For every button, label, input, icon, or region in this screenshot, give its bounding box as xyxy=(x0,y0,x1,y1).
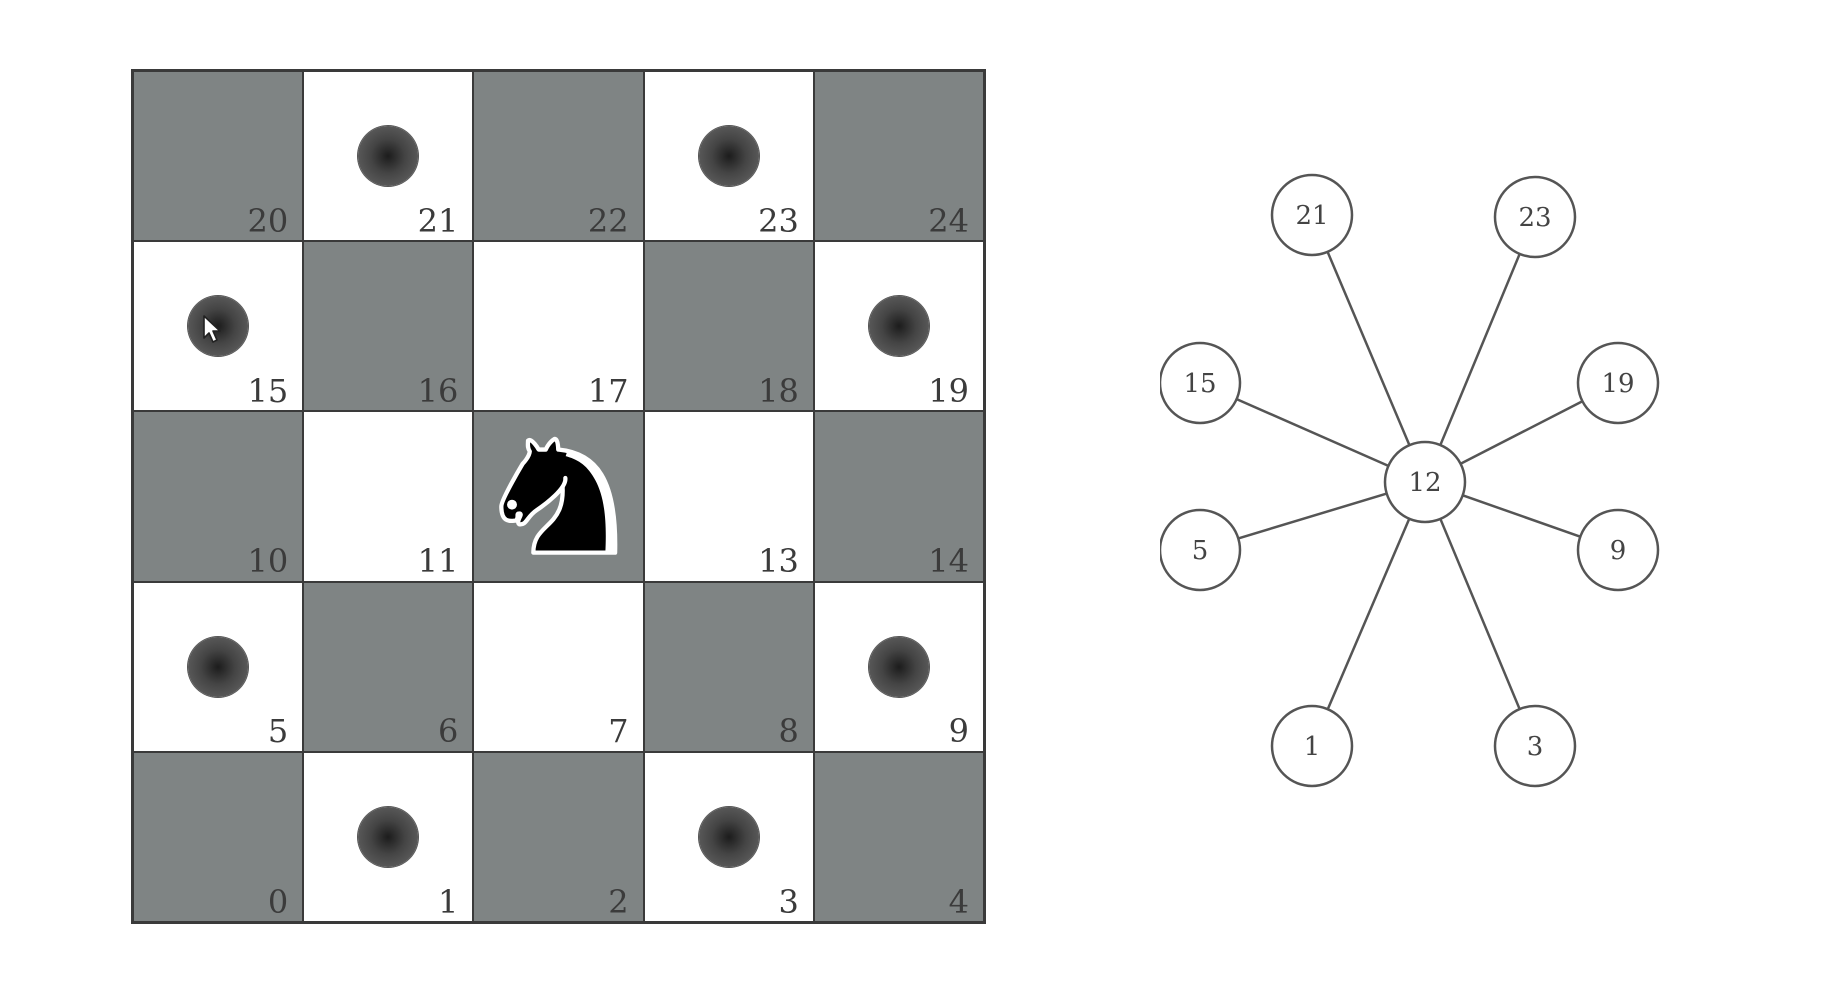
graph-node-circle xyxy=(1270,704,1354,788)
square-number: 2 xyxy=(608,882,629,921)
board-square-8[interactable]: 8 xyxy=(643,581,814,752)
board-square-7[interactable]: 7 xyxy=(473,581,644,752)
graph-node-circle xyxy=(1383,440,1467,524)
graph-edge xyxy=(1439,253,1521,446)
graph-node-label: 1 xyxy=(1304,732,1321,762)
graph-node-23: 23 xyxy=(1493,175,1577,259)
move-target-dot[interactable] xyxy=(188,636,249,697)
square-number: 9 xyxy=(948,712,969,751)
graph-node-circle xyxy=(1493,175,1577,259)
board-square-1[interactable]: 1 xyxy=(303,751,474,922)
board-square-21[interactable]: 21 xyxy=(303,71,474,242)
graph-edge xyxy=(1462,494,1581,538)
board-square-18[interactable]: 18 xyxy=(643,241,814,412)
board-square-15[interactable]: 15 xyxy=(133,241,304,412)
square-number: 16 xyxy=(417,372,459,410)
graph-node-label: 5 xyxy=(1192,536,1209,566)
square-number: 7 xyxy=(608,712,629,751)
board-square-22[interactable]: 22 xyxy=(473,71,644,242)
square-number: 23 xyxy=(758,201,799,240)
board-square-2[interactable]: 2 xyxy=(473,751,644,922)
graph-node-circle xyxy=(1576,341,1660,425)
square-number: 4 xyxy=(948,882,969,921)
square-number: 17 xyxy=(587,372,629,410)
square-number: 10 xyxy=(247,542,289,581)
graph-node-label: 9 xyxy=(1610,536,1627,566)
board-square-13[interactable]: 13 xyxy=(643,411,814,582)
board-square-9[interactable]: 9 xyxy=(813,581,984,752)
graph-node-circle xyxy=(1160,508,1242,592)
board-square-knight[interactable] xyxy=(473,411,644,582)
graph-node-19: 19 xyxy=(1576,341,1660,425)
mouse-cursor-icon xyxy=(203,315,221,343)
board-square-6[interactable]: 6 xyxy=(303,581,474,752)
graph-edge xyxy=(1460,400,1583,465)
graph-edge xyxy=(1236,397,1389,468)
board-square-14[interactable]: 14 xyxy=(813,411,984,582)
graph-node-circle xyxy=(1493,704,1577,788)
move-target-dot[interactable] xyxy=(358,126,419,187)
board-square-19[interactable]: 19 xyxy=(813,241,984,412)
graph-node-5: 5 xyxy=(1160,508,1242,592)
graph-node-circle xyxy=(1576,508,1660,592)
board-square-4[interactable]: 4 xyxy=(813,751,984,922)
square-number: 21 xyxy=(417,201,459,240)
graph-node-15: 15 xyxy=(1160,341,1242,425)
black-knight-icon[interactable] xyxy=(480,414,640,574)
graph-node-3: 3 xyxy=(1493,704,1577,788)
square-number: 6 xyxy=(438,712,459,751)
square-number: 13 xyxy=(758,542,799,581)
move-target-dot[interactable] xyxy=(188,296,249,357)
board-square-5[interactable]: 5 xyxy=(133,581,304,752)
graph-node-label: 3 xyxy=(1527,732,1544,762)
move-target-dot[interactable] xyxy=(698,806,759,867)
board-square-11[interactable]: 11 xyxy=(303,411,474,582)
graph-edge xyxy=(1237,492,1388,540)
board-square-23[interactable]: 23 xyxy=(643,71,814,242)
move-target-dot[interactable] xyxy=(868,636,929,697)
graph-node-label: 15 xyxy=(1183,369,1216,399)
square-number: 1 xyxy=(438,882,459,921)
graph-node-circle xyxy=(1270,173,1354,257)
graph-node-label: 21 xyxy=(1295,201,1328,231)
square-number: 0 xyxy=(267,882,289,921)
square-number: 22 xyxy=(587,201,629,240)
graph-node-label: 23 xyxy=(1518,203,1551,233)
square-number: 20 xyxy=(247,201,289,240)
board-square-17[interactable]: 17 xyxy=(473,241,644,412)
square-number: 19 xyxy=(928,372,969,410)
graph-node-label: 19 xyxy=(1601,369,1634,399)
graph-node-center: 12 xyxy=(1383,440,1467,524)
square-number: 18 xyxy=(758,372,799,410)
board-square-16[interactable]: 16 xyxy=(303,241,474,412)
graph-node-circle xyxy=(1160,341,1242,425)
square-number: 5 xyxy=(267,712,289,751)
graph-node-21: 21 xyxy=(1270,173,1354,257)
square-number: 15 xyxy=(247,372,289,410)
square-number: 14 xyxy=(928,542,969,581)
move-target-dot[interactable] xyxy=(868,296,929,357)
graph-edge xyxy=(1439,518,1521,710)
square-number: 24 xyxy=(928,201,969,240)
graph-edge xyxy=(1326,518,1411,710)
graph-node-1: 1 xyxy=(1270,704,1354,788)
move-target-dot[interactable] xyxy=(358,806,419,867)
graph-node-9: 9 xyxy=(1576,508,1660,592)
square-number: 3 xyxy=(778,882,799,921)
square-number: 8 xyxy=(778,712,799,751)
graph-edge xyxy=(1326,251,1411,446)
graph-node-label: 12 xyxy=(1408,468,1441,498)
board-square-20[interactable]: 20 xyxy=(133,71,304,242)
square-number: 11 xyxy=(417,542,459,581)
board-square-10[interactable]: 10 xyxy=(133,411,304,582)
board-square-3[interactable]: 3 xyxy=(643,751,814,922)
board-square-0[interactable]: 0 xyxy=(133,751,304,922)
board-square-24[interactable]: 24 xyxy=(813,71,984,242)
move-target-dot[interactable] xyxy=(698,126,759,187)
